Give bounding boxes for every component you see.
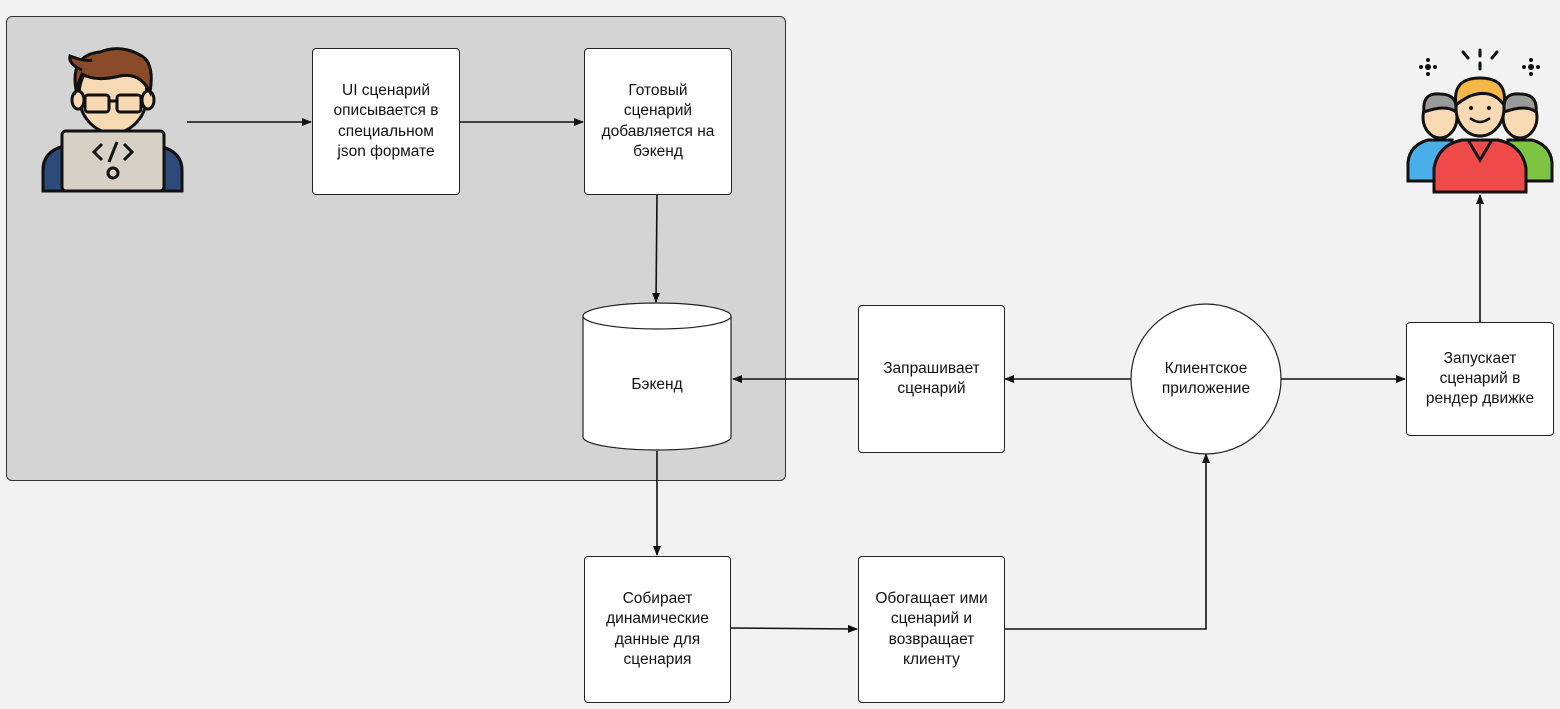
node-enriches-scenario: Обогащает ими сценарий и возвращает клие… xyxy=(858,556,1005,703)
node-client-app-label: Клиентское приложение xyxy=(1161,359,1251,397)
backend-cylinder xyxy=(582,302,732,451)
edge-ready-to-backend xyxy=(652,194,661,303)
edge-collects-to-enriches xyxy=(730,624,858,633)
node-requests-scenario: Запрашивает сценарий xyxy=(858,305,1005,453)
edge-enriches-to-client xyxy=(1005,453,1210,630)
users-group-icon xyxy=(1406,48,1554,194)
developer-icon xyxy=(41,47,184,193)
node-backend-label: Бэкенд xyxy=(631,375,683,393)
node-ready-scenario: Готовый сценарий добавляется на бэкенд xyxy=(584,48,732,195)
node-runs-scenario: Запускает сценарий в рендер движке xyxy=(1406,322,1554,436)
node-ui-scenario: UI сценарий описывается в специальном js… xyxy=(312,48,460,195)
client-app-circle xyxy=(1130,303,1282,455)
node-collects-data: Собирает динамические данные для сценари… xyxy=(584,556,731,703)
